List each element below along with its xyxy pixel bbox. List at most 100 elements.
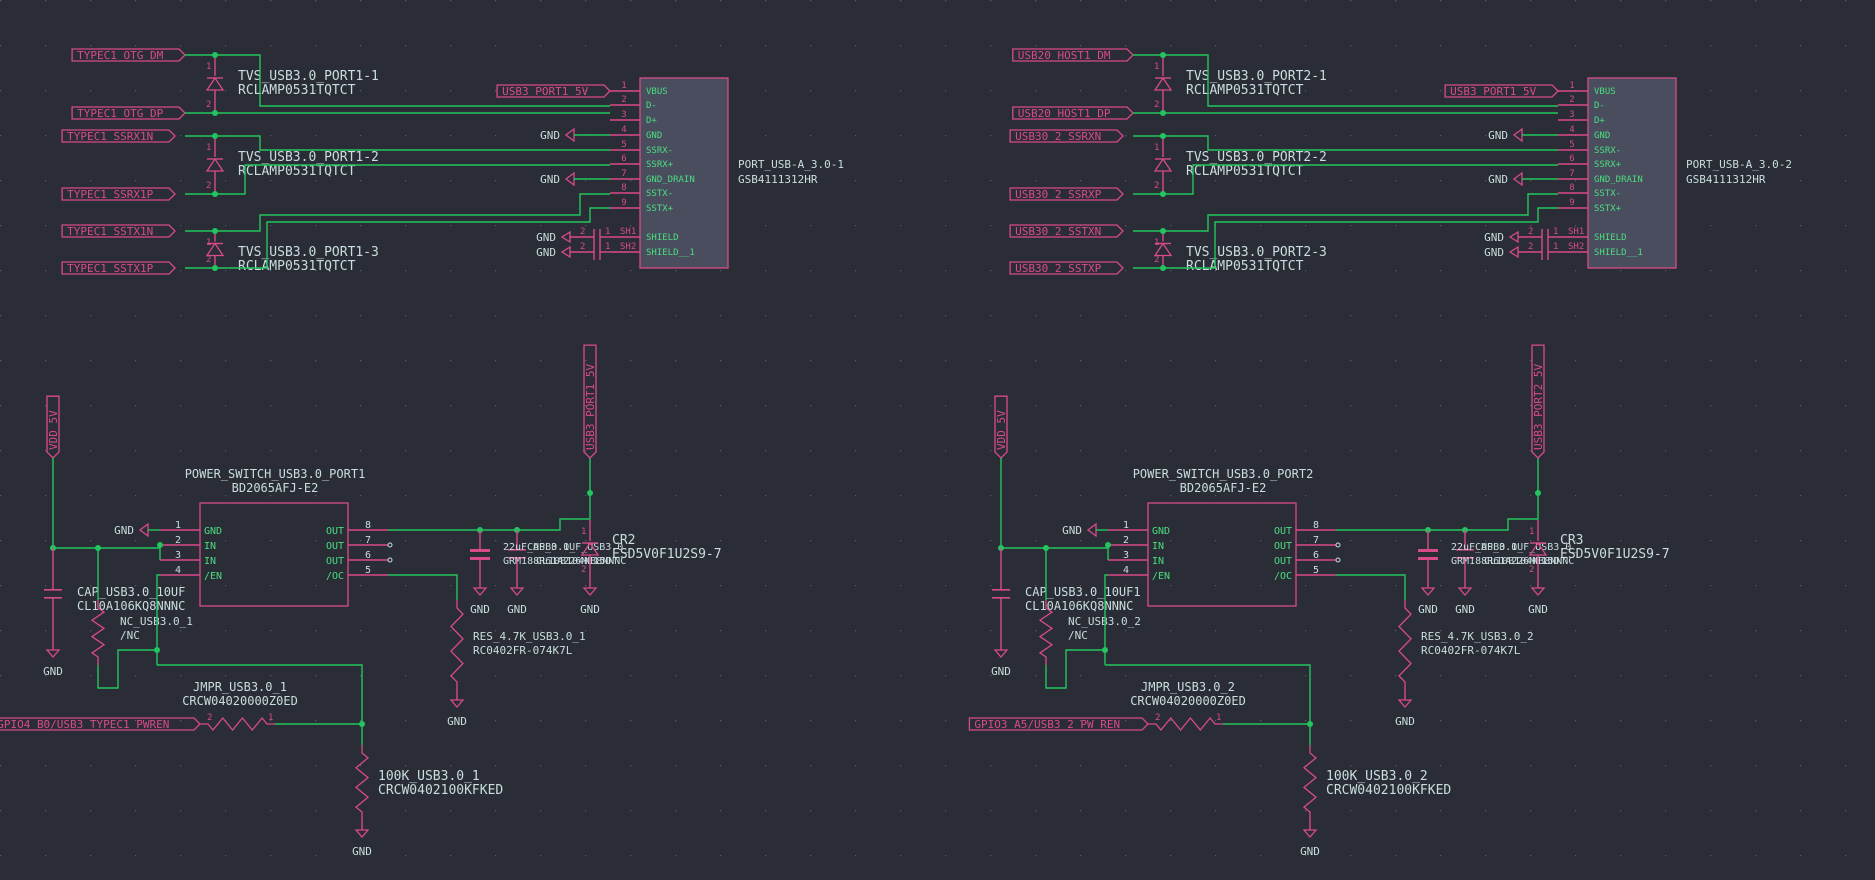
net-label-text[interactable]: USB30_2_SSRXN [1015,130,1101,143]
tvs-value: RCLAMP0531TQTCT [1186,164,1304,179]
net-label-outline [0,717,201,731]
net-label-text[interactable]: TYPEC1_OTG_DP [77,107,163,120]
wire [215,135,610,151]
gnd-label: GND [1484,231,1504,244]
gnd-label: GND [507,603,527,616]
net-label-text[interactable]: TYPEC1_SSRX1N [67,130,153,143]
pulldown-value: CRCW0402100KFKED [378,783,503,798]
pin-number: SH1 [1568,227,1584,237]
pulldown-value: CRCW0402100KFKED [1326,783,1451,798]
pin-name: GND [1152,526,1170,537]
gnd-label: GND [580,603,600,616]
wire [156,574,160,665]
net-label-text[interactable]: USB30_2_SSRXP [1015,188,1101,201]
pin-name: IN [204,556,216,567]
junction-dot [1102,647,1108,653]
net-label-text[interactable]: GPIO3_A5/USB3_2_PW REN [974,718,1120,731]
pin-number: 1 [1123,520,1129,531]
net-label-text[interactable]: USB20_HOST1_DP [1018,107,1111,120]
net-label-text[interactable]: USB3_PORT2_5V [1532,364,1545,450]
net-label-text[interactable]: USB30_2_SSTXN [1015,225,1101,238]
net-label-text[interactable]: TYPEC1_SSRX1P [67,188,153,201]
pin-number: 1 [605,242,610,252]
net-label-text[interactable]: USB30_2_SSTXP [1015,262,1101,275]
power-switch-ic[interactable] [1147,502,1297,607]
cap-value: CL10A106KQ8NNNC [1025,599,1133,613]
pin-number: SH1 [620,227,636,237]
gnd-label: GND [470,603,490,616]
usb-a-connector-body[interactable] [1587,77,1677,269]
pin-name: /OC [1274,571,1292,582]
pin-number: 3 [1123,550,1129,561]
pin-number: 7 [365,535,371,546]
gnd-label: GND [536,231,556,244]
net-label-text[interactable]: TYPEC1_SSTX1N [67,225,153,238]
gnd-label: GND [352,845,372,858]
pin-name: IN [1152,556,1164,567]
cap-out-ref: 22uF_USB3.0_ [503,542,576,553]
res-oc-value: RC0402FR-074K7L [1421,644,1521,657]
cr-ref: CR2 [612,533,635,548]
tvs-value: RCLAMP0531TQTCT [238,259,356,274]
pin-number: 1 [1569,81,1574,91]
net-label-text[interactable]: USB20_HOST1_DM [1018,49,1111,62]
pin-number: 2 [207,713,212,723]
net-label-outline [1009,129,1124,143]
net-label-outline [496,84,611,98]
gnd-label: GND [540,173,560,186]
usb-port-block-1: 1VBUS2D-3D+4GND5SSRX-6SSRX+7GND_DRAIN8SS… [0,48,844,858]
pin-number: 1 [206,62,211,72]
ground-icon [45,649,61,658]
pin-name: D- [1594,101,1605,111]
net-label-text[interactable]: USB3_PORT1_5V [1450,85,1536,98]
tvs-value: RCLAMP0531TQTCT [1186,259,1304,274]
ground-icon [1457,587,1473,596]
gnd-label: GND [114,524,134,537]
switch-ref: POWER_SWITCH_USB3.0_PORT1 [185,467,366,481]
junction-dot [157,542,163,548]
pin-number: 1 [175,520,181,531]
switch-value: BD2065AFJ-E2 [232,481,319,495]
tvs-value: RCLAMP0531TQTCT [238,83,356,98]
net-label-outline [1009,187,1124,201]
pin-name: SSRX- [1594,146,1621,156]
net-label-outline [583,344,597,459]
wire [1163,54,1558,107]
resistor-icon [1398,600,1412,690]
ground-icon [582,587,598,596]
net-label-text[interactable]: TYPEC1_OTG_DM [77,49,163,62]
jumper-ref: JMPR_USB3.0_2 [1141,680,1235,694]
connector-value: GSB4111312HR [1686,173,1766,186]
pin-number: 1 [581,527,586,537]
connector-ref: PORT_USB-A_3.0-1 [738,158,844,171]
net-label-text[interactable]: VDD_5V [995,410,1008,450]
pulldown-ref: 100K_USB3.0_1 [378,769,480,784]
net-label-text[interactable]: USB3_PORT1_5V [502,85,588,98]
pin-number: 1 [1553,227,1558,237]
pin-number: 2 [1528,242,1533,252]
pin-number: 7 [1313,535,1319,546]
cap-value: CL10A106KQ8NNNC [77,599,185,613]
net-label-text[interactable]: GPIO4_B0/USB3_TYPEC1_PWREN [0,718,169,731]
pin-number: 6 [621,154,626,164]
net-label-outline [994,395,1008,459]
pin-name: /EN [204,571,222,582]
net-label-outline [1012,48,1134,62]
pin-name: GND [204,526,222,537]
pin-number: 1 [605,227,610,237]
power-switch-ic[interactable] [199,502,349,607]
pin-number: 5 [365,565,371,576]
resistor-icon [1148,716,1223,732]
pin-number: 2 [206,181,211,191]
wire [1336,493,1539,531]
net-label-text[interactable]: USB3_PORT1_5V [584,364,597,450]
pin-number: 2 [1123,535,1129,546]
usb-a-connector-body[interactable] [639,77,729,269]
gnd-label: GND [1395,715,1415,728]
pulldown-ref: 100K_USB3.0_2 [1326,769,1428,784]
net-label-text[interactable]: TYPEC1_SSTX1P [67,262,153,275]
net-label-text[interactable]: VDD_5V [47,410,60,450]
pin-name: VBUS [646,87,668,97]
